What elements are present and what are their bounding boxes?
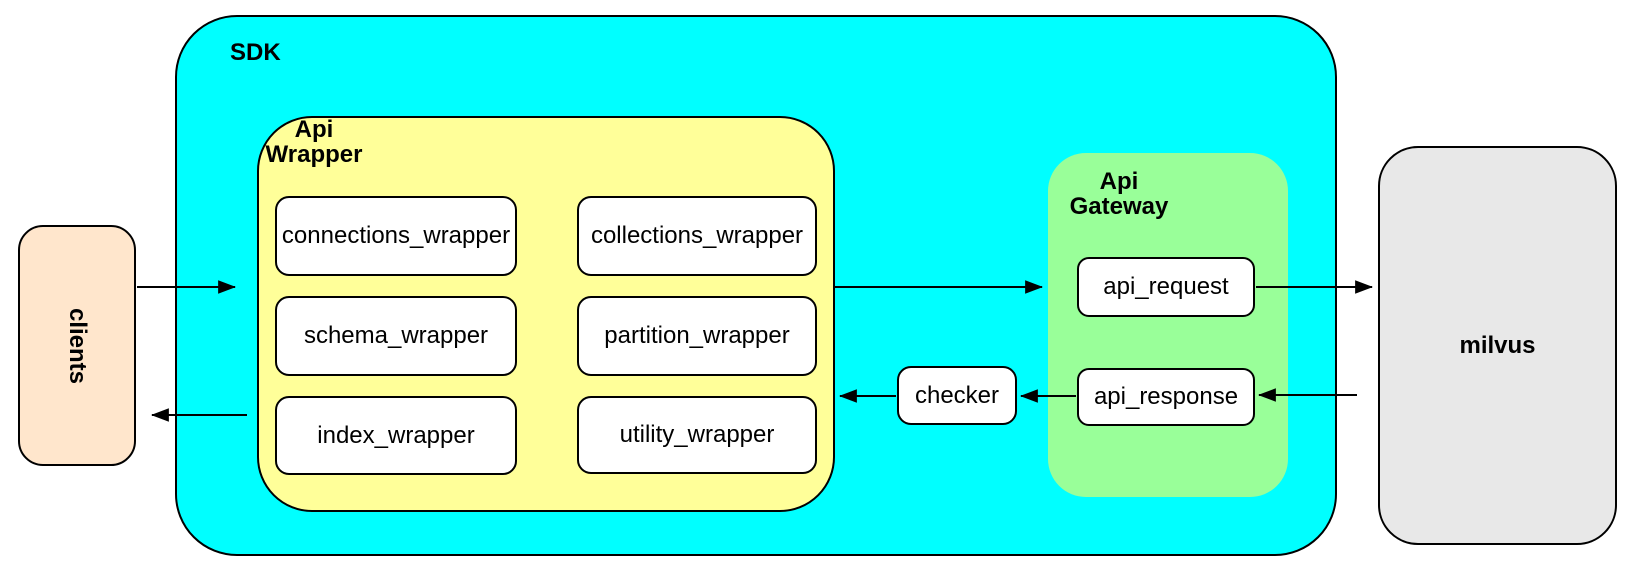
api-wrapper-label: Api Wrapper	[265, 116, 363, 168]
module-connections-wrapper-label: connections_wrapper	[281, 222, 511, 249]
api-request-label: api_request	[1103, 273, 1229, 300]
module-index-wrapper-label: index_wrapper	[317, 421, 475, 449]
module-partition-wrapper: partition_wrapper	[577, 296, 817, 376]
api-gateway-label: Api Gateway	[1069, 168, 1169, 220]
sdk-label: SDK	[230, 39, 281, 66]
api-response-label: api_response	[1093, 383, 1239, 410]
module-collections-wrapper-label: collections_wrapper	[590, 222, 804, 249]
module-utility-wrapper-label: utility_wrapper	[619, 421, 775, 448]
api-response-box: api_response	[1077, 368, 1255, 426]
module-schema-wrapper-label: schema_wrapper	[303, 322, 489, 349]
clients-label: clients	[64, 307, 91, 384]
api-gateway-container	[1048, 153, 1288, 497]
checker-label: checker	[914, 381, 1000, 409]
clients-box: clients	[18, 225, 136, 466]
milvus-box: milvus	[1378, 146, 1617, 545]
module-collections-wrapper: collections_wrapper	[577, 196, 817, 276]
module-schema-wrapper: schema_wrapper	[275, 296, 517, 376]
module-connections-wrapper: connections_wrapper	[275, 196, 517, 276]
api-request-box: api_request	[1077, 257, 1255, 317]
milvus-label: milvus	[1459, 331, 1536, 359]
checker-box: checker	[897, 366, 1017, 425]
module-index-wrapper: index_wrapper	[275, 396, 517, 475]
module-utility-wrapper: utility_wrapper	[577, 396, 817, 474]
module-partition-wrapper-label: partition_wrapper	[604, 322, 790, 349]
